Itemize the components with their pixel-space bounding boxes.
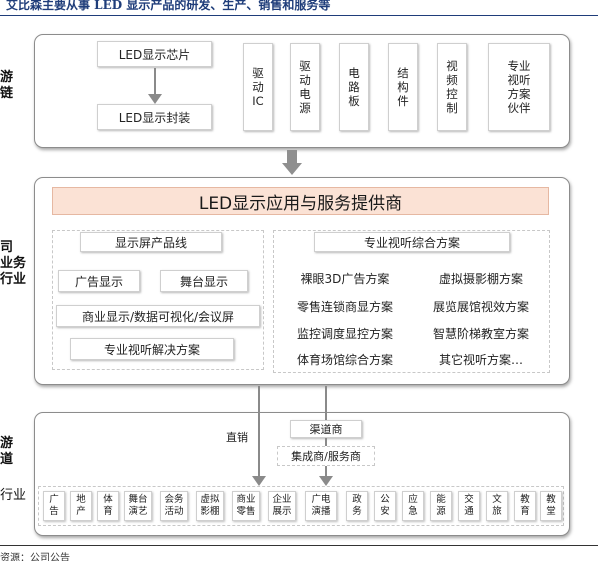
integrator-connector [325,438,327,446]
stage-display-label: 舞台显示 [179,274,228,289]
av-partner-box: 专业 视听 方案 伙伴 [488,43,550,131]
integrator-label: 集成商/服务商 [291,450,361,463]
channel-line [325,386,327,421]
title-bar: 艾比森主要从事 LED 显示产品的研发、生产、销售和服务等 [0,0,598,14]
industry-item: 政 务 [346,491,368,521]
industry-item: 地 产 [70,491,92,521]
solution-item: 体育场馆综合方案 [296,352,393,367]
downstream-label: 游 道 [0,436,14,467]
integrator-down-line [325,466,327,478]
industry-item: 文 旅 [486,491,508,521]
industry-item: 公 安 [374,491,396,521]
video-control-box: 视 频 控 制 [437,43,467,131]
industry-item: 教 育 [514,491,536,521]
title-rule [0,15,598,16]
industry-item: 广电 演播 [305,491,337,521]
chip-to-package-arrow-icon [148,94,162,104]
solution-item: 监控调度显控方案 [296,326,393,341]
industry-label: 行业 [0,488,27,503]
industry-item: 应 急 [402,491,424,521]
av-solution-label: 专业视听解决方案 [103,342,200,357]
industry-item: 体 育 [97,491,119,521]
source-note: 资源：公司公告 [0,553,70,561]
av-integrated-label: 专业视听综合方案 [363,235,460,250]
commercial-display-label: 商业显示/数据可视化/会议屏 [81,309,235,324]
integrator-box: 集成商/服务商 [277,446,375,466]
ad-display-box: 广告显示 [58,270,140,292]
av-integrated-group [273,230,550,373]
direct-sales-arrow-icon [252,476,266,486]
industry-item: 虚拟 影棚 [196,491,224,521]
ad-display-label: 广告显示 [74,274,123,289]
driver-ic-box: 驱 动 IC [243,43,273,131]
banner-title: LED显示应用与服务提供商 [198,193,403,214]
commercial-display-box: 商业显示/数据可视化/会议屏 [56,305,260,327]
solution-item: 展览展馆视效方案 [432,299,529,314]
display-product-line-label: 显示屏产品线 [114,235,187,250]
industry-item: 企业 展示 [268,491,296,521]
direct-sales-label: 直销 [226,431,248,444]
direct-sales-line [258,386,260,478]
chip-box: LED显示芯片 [97,41,212,67]
industry-item: 能 源 [430,491,452,521]
circuit-board-box: 电 路 板 [339,43,369,131]
solution-item: 智慧阶梯教室方案 [432,326,529,341]
package-box: LED显示封装 [97,104,212,130]
solution-item: 零售连锁商显方案 [296,299,393,314]
industry-item: 舞台 演艺 [124,491,152,521]
footer-rule [0,545,598,546]
package-label: LED显示封装 [118,110,191,125]
page-title: 艾比森主要从事 LED 显示产品的研发、生产、销售和服务等 [6,0,331,12]
display-product-line-group [52,230,264,370]
driver-power-box: 驱 动 电 源 [290,43,320,131]
av-solution-box: 专业视听解决方案 [70,338,234,360]
solution-item: 其它视听方案… [438,352,523,367]
upstream-arrow-shaft [287,150,297,164]
company-banner: LED显示应用与服务提供商 [52,187,549,215]
av-integrated-header: 专业视听综合方案 [314,232,510,252]
industries-group [38,486,564,526]
upstream-down-arrow-icon [282,163,302,175]
chip-label: LED显示芯片 [118,47,191,62]
industry-item: 会务 活动 [160,491,188,521]
upstream-label: 游 链 [0,70,14,101]
structure-box: 结 构 件 [388,43,418,131]
channel-box: 渠道商 [290,420,362,438]
channel-label: 渠道商 [309,423,343,436]
industry-item: 教 堂 [540,491,562,521]
solution-item: 虚拟摄影棚方案 [438,271,523,286]
industry-item: 商业 零售 [232,491,260,521]
stage-display-box: 舞台显示 [160,270,248,292]
chip-to-package-line [154,68,156,98]
company-label: 司 业务 行业 [0,240,27,287]
industry-item: 广 告 [43,491,65,521]
integrator-arrow-icon [319,476,333,486]
industry-item: 交 通 [458,491,480,521]
display-product-line-header: 显示屏产品线 [80,232,222,252]
solution-item: 裸眼3D广告方案 [300,271,390,286]
